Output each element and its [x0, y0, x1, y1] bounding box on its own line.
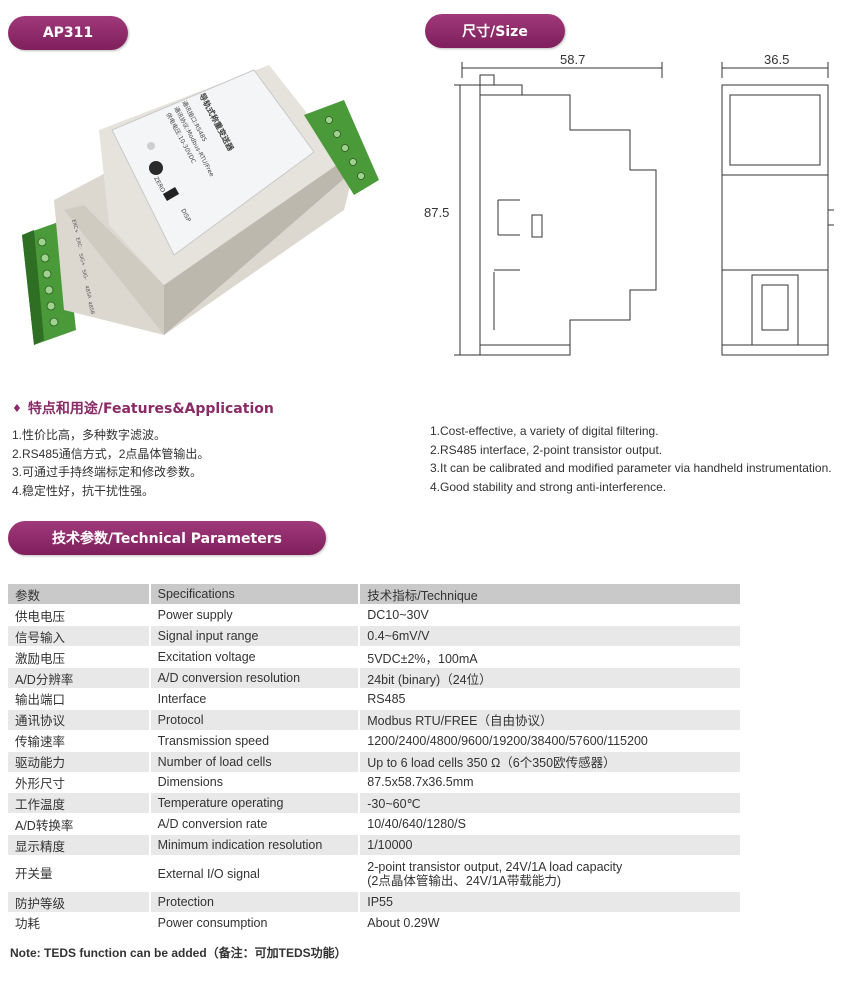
terminal-label-1: EXC- — [74, 237, 83, 250]
table-cell: DC10~30V — [359, 604, 742, 627]
features-list-en: 1.Cost-effective, a variety of digital f… — [430, 422, 850, 496]
table-cell: 输出端口 — [8, 688, 151, 710]
table-header-cell: 参数 — [8, 584, 151, 606]
table-cell: 87.5x58.7x36.5mm — [359, 772, 742, 794]
table-header-cell: 技术指标/Technique — [359, 584, 742, 606]
table-cell: Power supply — [149, 604, 361, 627]
terminal-label-5: 485B — [86, 301, 95, 316]
feature-en-item: 3.It can be calibrated and modified para… — [430, 461, 832, 475]
table-cell: 工作温度 — [8, 792, 151, 815]
table-cell: IP55 — [359, 891, 742, 913]
table-cell: 0.4~6mV/V — [359, 625, 742, 648]
table-cell: Excitation voltage — [149, 646, 361, 669]
table-cell: Signal input range — [149, 625, 361, 648]
led-indicator — [147, 142, 155, 150]
size-badge: 尺寸/Size — [425, 14, 565, 48]
feature-en-item: 2.RS485 interface, 2-point transistor ou… — [430, 442, 663, 457]
table-cell: Number of load cells — [149, 751, 361, 773]
table-cell: 激励电压 — [8, 646, 151, 669]
table-cell: 传输速率 — [8, 730, 151, 752]
terminal-label-2: SIG+ — [77, 253, 86, 267]
dimension-drawing: 58.7 87.5 36.5 — [420, 50, 850, 370]
feature-cn-item: 1.性价比高，多种数字滤波。 — [12, 428, 167, 442]
table-header-cell: Specifications — [149, 584, 361, 606]
table-cell: 开关量 — [8, 855, 151, 893]
table-cell: Power consumption — [149, 912, 361, 934]
table-cell: Dimensions — [149, 772, 361, 794]
feature-cn-item: 2.RS485通信方式，2点晶体管输出。 — [12, 446, 210, 461]
note-text: Note: TEDS function can be added（备注：可加TE… — [10, 946, 347, 960]
table-cell: 显示精度 — [8, 834, 151, 857]
table-cell: Temperature operating — [149, 792, 361, 815]
feature-en-item: 4.Good stability and strong anti-interfe… — [430, 479, 667, 494]
features-list-cn: 1.性价比高，多种数字滤波。 2.RS485通信方式，2点晶体管输出。 3.可通… — [12, 426, 402, 500]
table-cell: Minimum indication resolution — [149, 834, 361, 857]
table-cell: A/D分辨率 — [8, 667, 151, 689]
features-title-text: 特点和用途/Features&Application — [27, 401, 274, 417]
table-cell: 信号输入 — [8, 625, 151, 648]
table-cell: 24bit (binary)（24位） — [359, 667, 742, 689]
table-cell: A/D conversion rate — [149, 813, 361, 836]
terminal-label-0: EXC+ — [70, 219, 79, 234]
height-dimension-label: 87.5 — [424, 205, 450, 220]
table-header-row: 参数 Specifications 技术指标/Technique — [8, 584, 742, 606]
terminal-label-3: SIG- — [80, 269, 89, 281]
technical-parameters-badge: 技术参数/Technical Parameters — [8, 521, 326, 555]
table-cell: Transmission speed — [149, 730, 361, 752]
zero-button — [149, 161, 163, 175]
table-cell: 10/40/640/1280/S — [359, 813, 742, 836]
model-badge: AP311 — [8, 16, 128, 50]
table-cell: A/D转换率 — [8, 813, 151, 836]
table-cell: About 0.29W — [359, 912, 742, 934]
table-cell: 通讯协议 — [8, 709, 151, 731]
table-cell: A/D conversion resolution — [149, 667, 361, 689]
table-cell: RS485 — [359, 688, 742, 710]
table-cell: Interface — [149, 688, 361, 710]
feature-cn-item: 4.稳定性好，抗干扰性强。 — [12, 483, 155, 498]
table-cell: 驱动能力 — [8, 751, 151, 773]
table-cell: 外形尺寸 — [8, 772, 151, 794]
width-dimension-label: 58.7 — [560, 52, 586, 67]
table-cell: 功耗 — [8, 912, 151, 934]
product-image: 导轨式称重变送器 通讯接口:RS485 通讯协议:Modbus-RTU/Free… — [22, 65, 379, 345]
diamond-icon: ♦ — [12, 401, 22, 415]
feature-en-item: 1.Cost-effective, a variety of digital f… — [430, 424, 659, 438]
table-cell: 1200/2400/4800/9600/19200/38400/57600/11… — [359, 730, 742, 752]
table-cell: 1/10000 — [359, 834, 742, 857]
table-cell: Protection — [149, 891, 361, 913]
feature-cn-item: 3.可通过手持终端标定和修改参数。 — [12, 465, 203, 479]
table-cell: -30~60℃ — [359, 792, 742, 815]
table-cell: 供电电压 — [8, 604, 151, 627]
table-cell: Up to 6 load cells 350 Ω（6个350欧传感器） — [359, 751, 742, 773]
usb-port — [162, 187, 180, 201]
table-cell: External I/O signal — [149, 855, 361, 893]
right-terminal-block — [304, 100, 379, 195]
features-title: ♦ 特点和用途/Features&Application — [12, 398, 274, 418]
table-cell: Modbus RTU/FREE（自由协议） — [359, 709, 742, 731]
table-cell: 防护等级 — [8, 891, 151, 913]
terminal-label-4: 485A — [83, 285, 92, 300]
table-cell: 2-point transistor output, 24V/1A load c… — [359, 855, 742, 893]
depth-dimension-label: 36.5 — [764, 52, 790, 67]
table-cell: 5VDC±2%，100mA — [359, 646, 742, 669]
table-cell: Protocol — [149, 709, 361, 731]
